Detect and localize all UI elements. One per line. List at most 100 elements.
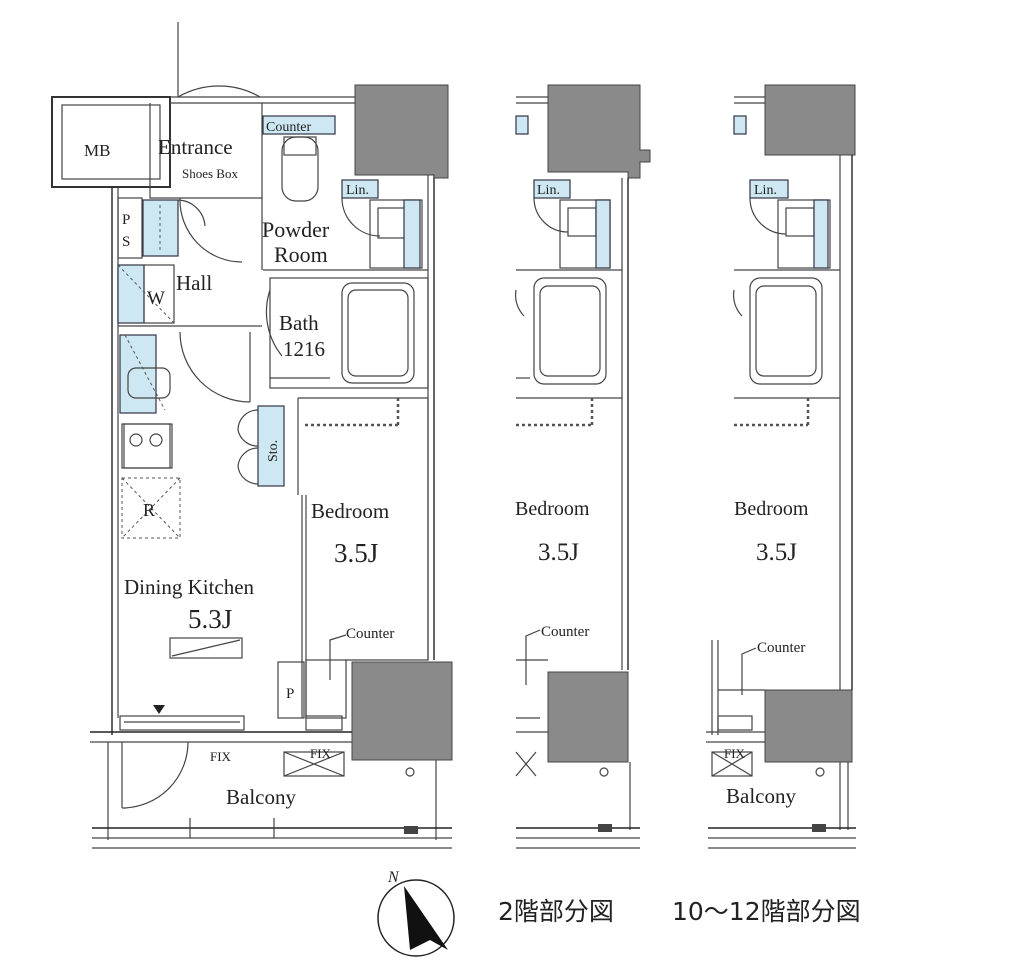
sto-door-arc-1 bbox=[237, 409, 259, 447]
main-unit-plan bbox=[51, 22, 453, 849]
mb-room bbox=[51, 96, 171, 188]
v3-top-wall bbox=[734, 96, 765, 104]
captions: 2階部分図 10〜12階部分図 bbox=[498, 897, 861, 926]
v3-drain bbox=[812, 824, 826, 832]
label-fix-1: FIX bbox=[210, 749, 232, 764]
v3-bath-arc bbox=[732, 289, 743, 317]
v2-top-wall bbox=[516, 96, 548, 104]
hall-door-arc bbox=[179, 197, 243, 263]
refrigerator-cross bbox=[121, 477, 181, 539]
window-sash bbox=[119, 715, 245, 731]
drain-circle bbox=[405, 767, 415, 777]
v3-bottom-wall bbox=[706, 731, 765, 743]
v3-drain-circle bbox=[815, 767, 825, 777]
stove bbox=[121, 423, 173, 469]
v2-label-bedroom-size: 3.5J bbox=[538, 539, 579, 566]
label-balcony: Balcony bbox=[226, 785, 296, 809]
aircon-diag bbox=[171, 639, 241, 657]
v2-drain bbox=[598, 824, 612, 832]
storage bbox=[257, 405, 285, 487]
shoes-box bbox=[142, 199, 179, 257]
label-hall: Hall bbox=[176, 271, 212, 295]
burner-1 bbox=[129, 433, 143, 447]
toilet-tank bbox=[283, 136, 317, 156]
balcony-posts bbox=[189, 818, 275, 838]
label-mb: MB bbox=[84, 141, 110, 160]
v3-pillar-top bbox=[764, 84, 856, 156]
triangle-marker bbox=[153, 705, 165, 714]
v2-bath-arc bbox=[514, 289, 525, 317]
v2-label-bedroom: Bedroom bbox=[515, 498, 590, 520]
label-dining-kitchen: Dining Kitchen bbox=[124, 575, 255, 599]
variant-10-12f-plan bbox=[706, 84, 856, 849]
labels-variant-10-12f: Lin. Bedroom 3.5J Counter FIX Balcony bbox=[724, 183, 809, 808]
v2-label-lin: Lin. bbox=[537, 183, 560, 198]
bedroom-dash-top bbox=[305, 398, 400, 427]
v3-label-lin: Lin. bbox=[754, 183, 777, 198]
label-ps-p: P bbox=[122, 212, 130, 228]
label-bedroom-size: 3.5J bbox=[334, 538, 378, 568]
balcony-door-arc bbox=[121, 741, 189, 809]
kitchen-door-arc bbox=[179, 331, 251, 403]
v2-drain-circle bbox=[599, 767, 609, 777]
v3-window bbox=[717, 715, 753, 731]
v2-fix bbox=[515, 751, 537, 777]
v3-lin-arc bbox=[749, 197, 787, 235]
linen-shelf bbox=[403, 199, 421, 269]
v3-fix-box bbox=[711, 751, 753, 777]
v2-lin-box bbox=[533, 179, 571, 199]
entrance-wall bbox=[149, 103, 262, 199]
label-powder: Powder bbox=[262, 217, 330, 242]
v2-counter bbox=[516, 629, 548, 685]
v3-label-bedroom: Bedroom bbox=[734, 498, 809, 520]
aircon bbox=[169, 637, 243, 659]
caption-floor-10-12: 10〜12階部分図 bbox=[672, 897, 861, 926]
ps-box bbox=[117, 197, 143, 259]
v3-bathtub-inner bbox=[755, 285, 817, 377]
v3-linen bbox=[813, 199, 829, 269]
v3-label-balcony: Balcony bbox=[726, 784, 796, 808]
bedroom-wall bbox=[298, 397, 429, 661]
label-p: P bbox=[286, 686, 294, 702]
v2-bathtub bbox=[533, 277, 607, 385]
w-diag bbox=[117, 264, 175, 324]
v3-right-rail bbox=[839, 762, 849, 830]
v3-label-fix: FIX bbox=[724, 746, 746, 761]
washer-box bbox=[117, 264, 145, 324]
mb-inner bbox=[61, 104, 161, 180]
v3-lin-box bbox=[749, 179, 789, 199]
label-lin: Lin. bbox=[346, 183, 369, 198]
label-bedroom: Bedroom bbox=[311, 499, 389, 523]
labels-variant-2f: Lin. Bedroom 3.5J Counter bbox=[515, 183, 590, 640]
p-box bbox=[277, 661, 305, 719]
label-dk-size: 5.3J bbox=[188, 604, 232, 634]
v3-basin bbox=[785, 207, 815, 237]
lin-door-arc bbox=[341, 197, 381, 237]
w-box bbox=[143, 264, 175, 324]
window-sash-2 bbox=[305, 715, 343, 731]
labels-main: MB Entrance Shoes Box Counter Lin. Powde… bbox=[84, 120, 394, 809]
toilet bbox=[281, 136, 319, 202]
variant-2f-plan bbox=[514, 84, 651, 849]
label-counter-top: Counter bbox=[266, 120, 311, 135]
label-r: R bbox=[143, 500, 155, 520]
fix-box bbox=[283, 751, 345, 777]
bath-door-arc bbox=[265, 289, 283, 357]
entrance-door-swing bbox=[177, 85, 261, 98]
v2-label-counter: Counter bbox=[541, 624, 589, 640]
sink-counter bbox=[119, 334, 157, 414]
label-room: Room bbox=[274, 242, 328, 267]
label-ps-s: S bbox=[122, 234, 130, 250]
burner-2 bbox=[149, 433, 163, 447]
v2-basin bbox=[567, 207, 597, 237]
v2-linen bbox=[595, 199, 611, 269]
compass-n-label: N bbox=[387, 869, 400, 886]
caption-floor-2: 2階部分図 bbox=[498, 897, 614, 926]
v3-dash bbox=[734, 398, 810, 427]
label-fix-2: FIX bbox=[310, 746, 332, 761]
label-entrance: Entrance bbox=[158, 135, 233, 159]
stove-frame bbox=[123, 423, 171, 469]
basin-cabinet bbox=[369, 199, 423, 269]
v2-pillar-bottom bbox=[547, 671, 629, 763]
bathtub bbox=[341, 282, 415, 384]
